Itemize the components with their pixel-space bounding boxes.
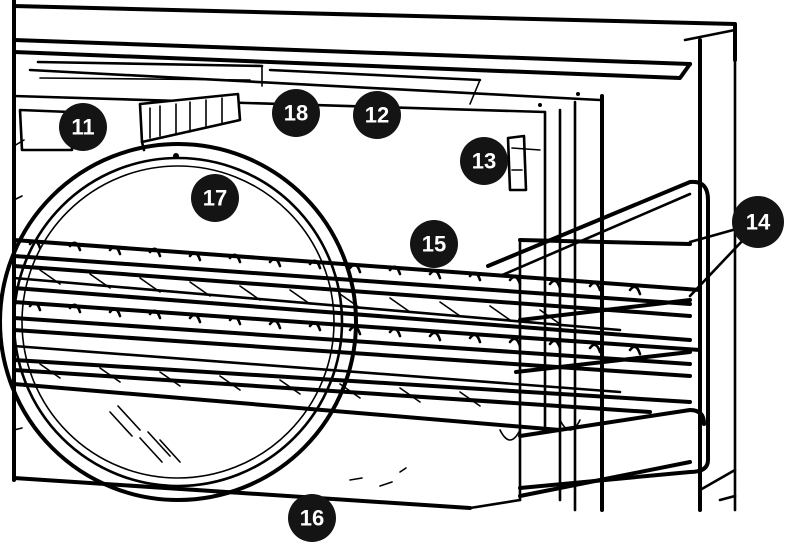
callout-14: 14 xyxy=(732,196,784,248)
rack-bracket xyxy=(506,134,541,192)
callout-12: 12 xyxy=(353,91,401,139)
callout-18: 18 xyxy=(272,89,320,137)
callout-14-label: 14 xyxy=(746,210,771,235)
callout-14-leaders xyxy=(688,226,747,298)
callout-13-label: 13 xyxy=(472,149,496,174)
callout-12-label: 12 xyxy=(365,103,389,128)
callout-16: 16 xyxy=(288,494,336,542)
lamp-housing xyxy=(138,92,242,152)
callout-15-label: 15 xyxy=(422,232,446,257)
callout-13: 13 xyxy=(460,137,508,185)
callout-17: 17 xyxy=(191,174,239,222)
callout-11-label: 11 xyxy=(71,115,94,140)
left-wall-features xyxy=(13,108,74,431)
wire-shelf-crosswires xyxy=(39,269,561,407)
callout-17-label: 17 xyxy=(203,186,227,211)
side-rack-runners xyxy=(486,179,737,502)
wire-shelf-loops xyxy=(28,239,642,356)
callout-18-label: 18 xyxy=(284,101,308,126)
callout-11: 11 xyxy=(59,103,107,151)
callout-15: 15 xyxy=(410,220,458,268)
callout-16-label: 16 xyxy=(300,506,324,531)
oven-cavity xyxy=(12,0,737,512)
fan-cover xyxy=(0,142,358,502)
